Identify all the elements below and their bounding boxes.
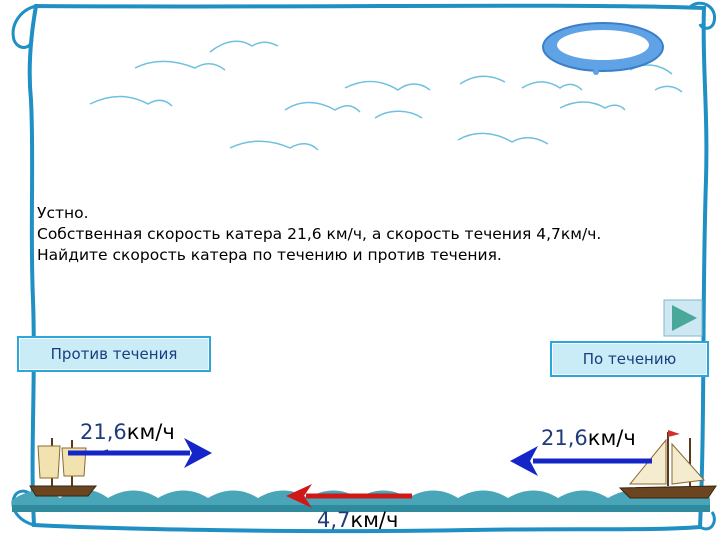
speed-unit: км/ч bbox=[587, 426, 636, 450]
with-current-button[interactable]: По течению bbox=[550, 341, 709, 377]
speed-value: 4,7 bbox=[317, 508, 351, 532]
speed-unit: км/ч bbox=[350, 508, 399, 532]
waves bbox=[12, 489, 710, 512]
problem-condition: Собственная скорость катера 21,6 км/ч, а… bbox=[37, 225, 602, 243]
frame-curl-top-left bbox=[11, 4, 37, 49]
boat-speed-left-label: 21,6км/ч bbox=[80, 420, 175, 444]
boat-speed-right-label: 21,6км/ч bbox=[541, 426, 636, 450]
speed-value: 21,6 bbox=[80, 420, 127, 444]
problem-heading: Устно. bbox=[37, 204, 89, 222]
next-slide-button[interactable] bbox=[663, 299, 703, 337]
frame-curl-bottom-right bbox=[699, 511, 716, 531]
current-speed-label: 4,7км/ч bbox=[317, 508, 398, 532]
frame-curl-top-right bbox=[688, 1, 717, 30]
speed-value: 21,6 bbox=[541, 426, 588, 450]
problem-question: Найдите скорость катера по течению и про… bbox=[37, 246, 502, 264]
seagulls bbox=[89, 40, 683, 151]
frame-border bbox=[27, 3, 709, 534]
against-current-button[interactable]: Против течения bbox=[17, 336, 211, 372]
play-triangle-icon bbox=[672, 305, 697, 331]
cloud-icon bbox=[542, 22, 664, 75]
speed-unit: км/ч bbox=[126, 420, 175, 444]
problem-text: Устно. Собственная скорость катера 21,6 … bbox=[37, 203, 601, 266]
